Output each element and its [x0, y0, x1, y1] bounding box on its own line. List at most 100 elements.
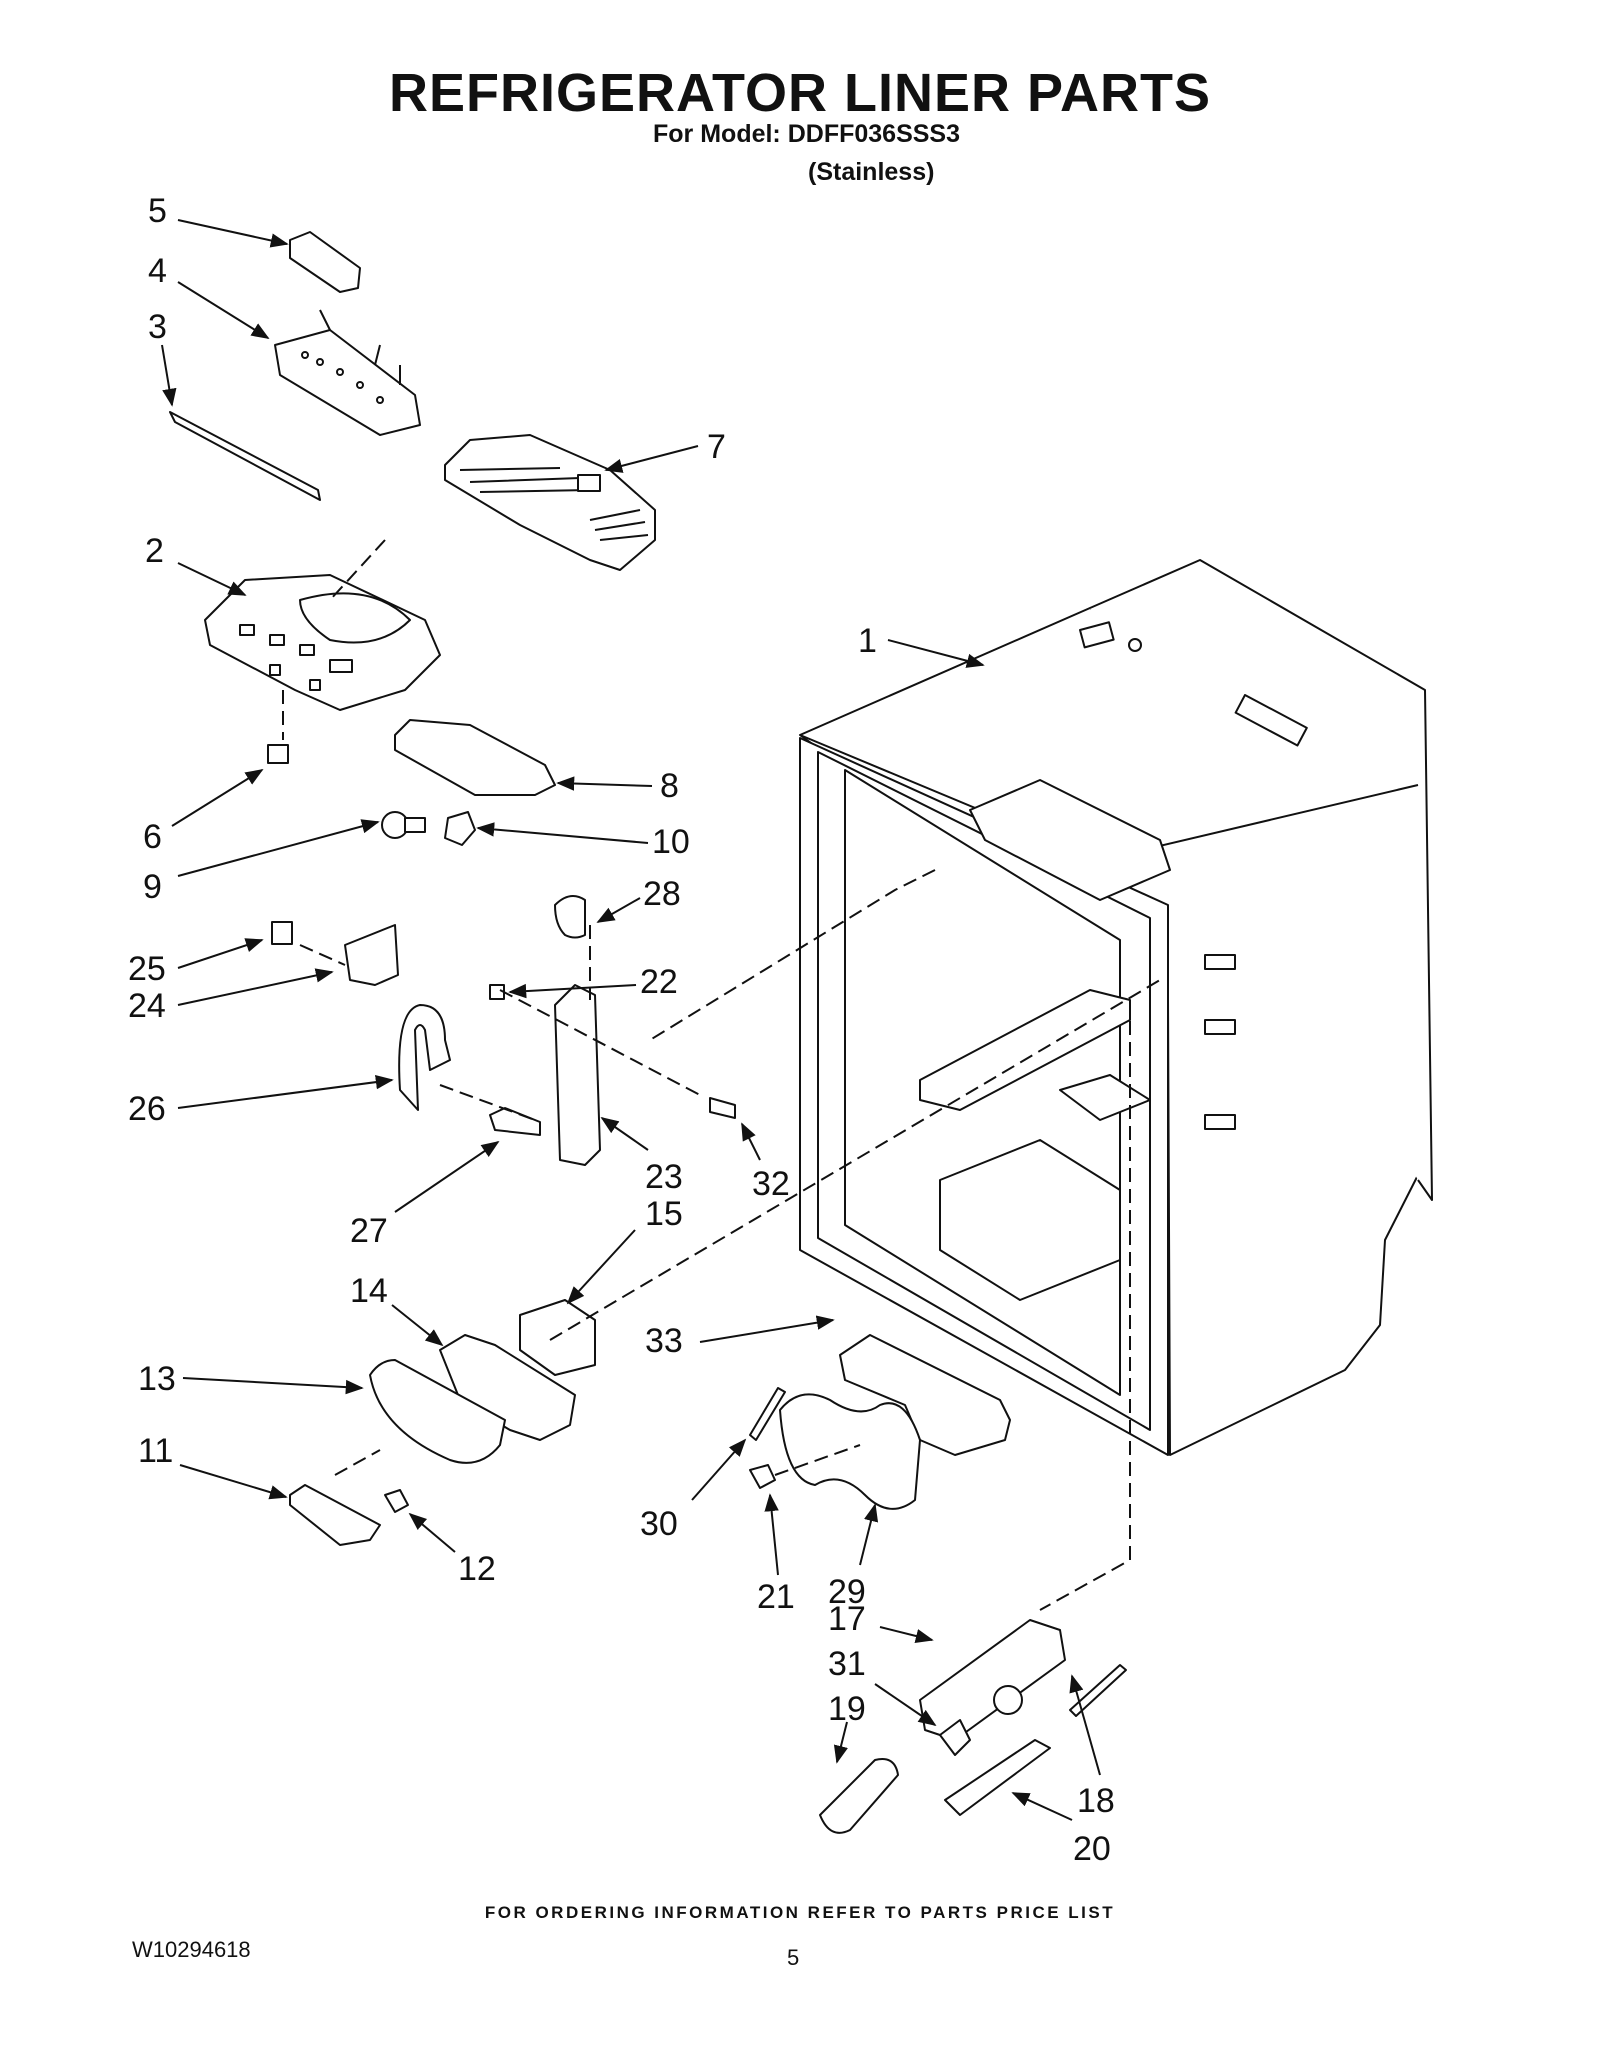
callout-14: 14 — [350, 1272, 444, 1347]
callout-8: 8 — [556, 767, 679, 805]
callout-12: 12 — [408, 1512, 496, 1588]
svg-text:32: 32 — [752, 1165, 790, 1203]
callout-18: 18 — [1069, 1674, 1115, 1820]
callout-26: 26 — [128, 1074, 394, 1128]
svg-text:3: 3 — [148, 308, 167, 346]
part-strip-drawing — [169, 411, 321, 501]
callout-33: 33 — [645, 1315, 835, 1360]
page-number: 5 — [787, 1945, 800, 1970]
part-bulb-drawing — [381, 811, 426, 839]
part-screw-32-drawing — [709, 1097, 736, 1119]
callout-19: 19 — [828, 1690, 866, 1764]
svg-text:13: 13 — [138, 1360, 176, 1398]
callout-10: 10 — [476, 822, 690, 861]
part-bracket-assembly-drawing — [839, 1334, 1011, 1456]
svg-text:12: 12 — [458, 1550, 496, 1588]
svg-text:33: 33 — [645, 1322, 683, 1360]
part-small-block-drawing — [271, 921, 293, 945]
svg-text:8: 8 — [660, 767, 679, 805]
part-rod-drawing — [1069, 1664, 1127, 1717]
svg-text:20: 20 — [1073, 1830, 1111, 1868]
svg-text:31: 31 — [828, 1645, 866, 1683]
part-actuator-bracket-drawing — [344, 924, 399, 986]
part-filter-drawing — [819, 1758, 899, 1834]
svg-text:17: 17 — [828, 1600, 866, 1638]
callout-30: 30 — [640, 1438, 747, 1543]
part-pin-drawing — [749, 1387, 786, 1441]
ordering-note: FOR ORDERING INFORMATION REFER TO PARTS … — [484, 1903, 1116, 1922]
part-mounting-bracket-drawing — [919, 1619, 1066, 1741]
svg-text:24: 24 — [128, 987, 166, 1025]
part-cover-drawing — [444, 434, 656, 571]
callout-5: 5 — [148, 192, 289, 248]
callout-24: 24 — [128, 968, 334, 1025]
part-bracket-drawing — [274, 309, 421, 436]
svg-text:5: 5 — [148, 192, 167, 230]
svg-text:21: 21 — [757, 1578, 795, 1616]
svg-text:29: 29 — [828, 1573, 866, 1611]
part-filter-cover-drawing — [944, 1739, 1051, 1816]
callout-17: 17 — [828, 1600, 934, 1644]
callout-3: 3 — [148, 308, 177, 407]
model-line: For Model: DDFF036SSS3 — [653, 120, 960, 148]
svg-text:18: 18 — [1077, 1782, 1115, 1820]
svg-text:19: 19 — [828, 1690, 866, 1728]
svg-text:11: 11 — [138, 1432, 173, 1470]
document-number: W10294618 — [132, 1937, 251, 1962]
callout-31: 31 — [828, 1645, 937, 1727]
svg-text:28: 28 — [643, 875, 681, 913]
callout-6: 6 — [143, 769, 264, 856]
svg-text:30: 30 — [640, 1505, 678, 1543]
svg-text:1: 1 — [858, 622, 877, 660]
svg-text:25: 25 — [128, 950, 166, 988]
svg-text:23: 23 — [645, 1158, 683, 1196]
callout-22: 22 — [508, 963, 678, 1001]
svg-text:26: 26 — [128, 1090, 166, 1128]
svg-text:4: 4 — [148, 252, 167, 290]
part-control-housing-drawing — [204, 574, 441, 711]
svg-text:9: 9 — [143, 868, 162, 906]
part-drip-tray-drawing — [289, 1484, 381, 1546]
callout-29: 29 — [828, 1503, 879, 1611]
callout-27: 27 — [350, 1140, 500, 1250]
svg-text:22: 22 — [640, 963, 678, 1001]
callout-25: 25 — [128, 938, 264, 988]
part-valve-block-drawing — [519, 1299, 596, 1376]
part-liner-drawing — [799, 559, 1433, 1456]
callout-21: 21 — [757, 1493, 795, 1616]
callout-1: 1 — [858, 622, 985, 668]
part-clip-27-drawing — [489, 1107, 541, 1136]
part-socket-drawing — [444, 811, 476, 846]
callout-23: 23 — [600, 1116, 683, 1196]
svg-text:10: 10 — [652, 823, 690, 861]
callout-4: 4 — [148, 252, 270, 339]
callout-2: 2 — [145, 532, 247, 596]
part-light-shield-drawing — [394, 719, 556, 796]
finish-line: (Stainless) — [808, 158, 935, 186]
svg-text:14: 14 — [350, 1272, 388, 1310]
part-screw-21-drawing — [749, 1464, 776, 1489]
part-tube-drawing — [398, 1004, 451, 1111]
callout-11: 11 — [138, 1432, 288, 1500]
callout-9: 9 — [143, 819, 380, 906]
callout-28: 28 — [596, 875, 681, 923]
part-dispenser-housing-drawing — [554, 984, 601, 1166]
part-valve-drawing — [939, 1719, 971, 1756]
svg-text:27: 27 — [350, 1212, 388, 1250]
part-screw-12-drawing — [384, 1489, 409, 1513]
svg-text:7: 7 — [707, 428, 726, 466]
part-shield-drawing — [554, 895, 586, 939]
callout-20: 20 — [1011, 1792, 1111, 1868]
callout-32: 32 — [741, 1122, 790, 1203]
svg-text:15: 15 — [645, 1195, 683, 1233]
callout-7: 7 — [604, 428, 726, 473]
part-switch-drawing — [267, 744, 289, 764]
part-clip-drawing — [289, 231, 361, 293]
svg-text:6: 6 — [143, 818, 162, 856]
callout-13: 13 — [138, 1360, 364, 1398]
part-heater-drawing — [779, 1393, 921, 1510]
page-title: REFRIGERATOR LINER PARTS — [388, 63, 1212, 123]
callout-15: 15 — [566, 1195, 683, 1305]
part-fitting-drawing — [993, 1685, 1023, 1715]
